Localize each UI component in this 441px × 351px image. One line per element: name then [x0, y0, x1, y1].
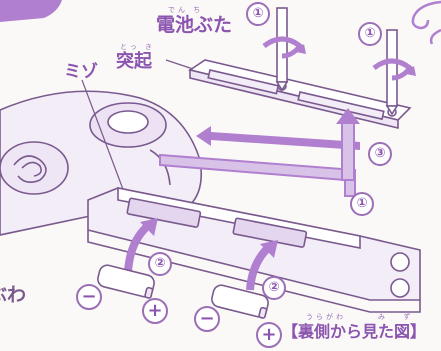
groove-label: ミゾ [64, 62, 98, 82]
step-2-battery-left-badge: ② [148, 252, 172, 276]
caption-label: 【裏側から見た図】 [282, 322, 427, 341]
rotate-arrowhead-left-icon [296, 44, 306, 54]
minus-right-icon: − [194, 306, 220, 332]
step-2-battery-right-badge: ② [262, 276, 286, 300]
insert-arrow-right-icon [246, 240, 278, 291]
plus-left-icon: + [142, 298, 168, 324]
step-1-screw-left-badge: ① [246, 2, 270, 26]
protrusion-ruby: とっ き [120, 43, 156, 51]
minus-left-icon: − [76, 284, 102, 310]
device-body [0, 90, 203, 236]
screwdriver-right-icon [385, 29, 399, 116]
rotate-arrow-left-icon [262, 36, 304, 59]
caption-ruby-left: うらがわ [306, 313, 346, 321]
step-3-close-badge: ③ [368, 142, 392, 166]
plus-right-icon: + [256, 322, 282, 348]
corner-ornament-icon [411, 0, 441, 45]
battery-cover-label: 電池ぶた [156, 14, 233, 36]
battery-cover-ruby: でん ち [168, 6, 204, 14]
cut-off-text: ぶわ [0, 284, 27, 306]
groove-leader-line [81, 79, 125, 193]
screwdriver-left-icon [275, 7, 289, 92]
battery-cover [188, 59, 412, 130]
rotate-arrow-right-icon [372, 58, 414, 81]
battery-right-icon [211, 284, 269, 319]
corner-tab [0, 0, 62, 22]
close-arrow-icon [196, 108, 360, 181]
protrusion-leader-line [165, 59, 194, 70]
protrusion-label: 突起 [116, 51, 152, 72]
battery-left-icon [97, 264, 155, 299]
step-1-screw-right-badge: ① [358, 22, 382, 46]
step-1-slide-badge: ① [350, 192, 374, 216]
rotate-arrowhead-right-icon [406, 66, 416, 76]
insert-arrow-left-icon [124, 218, 158, 273]
battery-compartment [87, 187, 421, 313]
caption-ruby-right: み ず [378, 313, 414, 321]
